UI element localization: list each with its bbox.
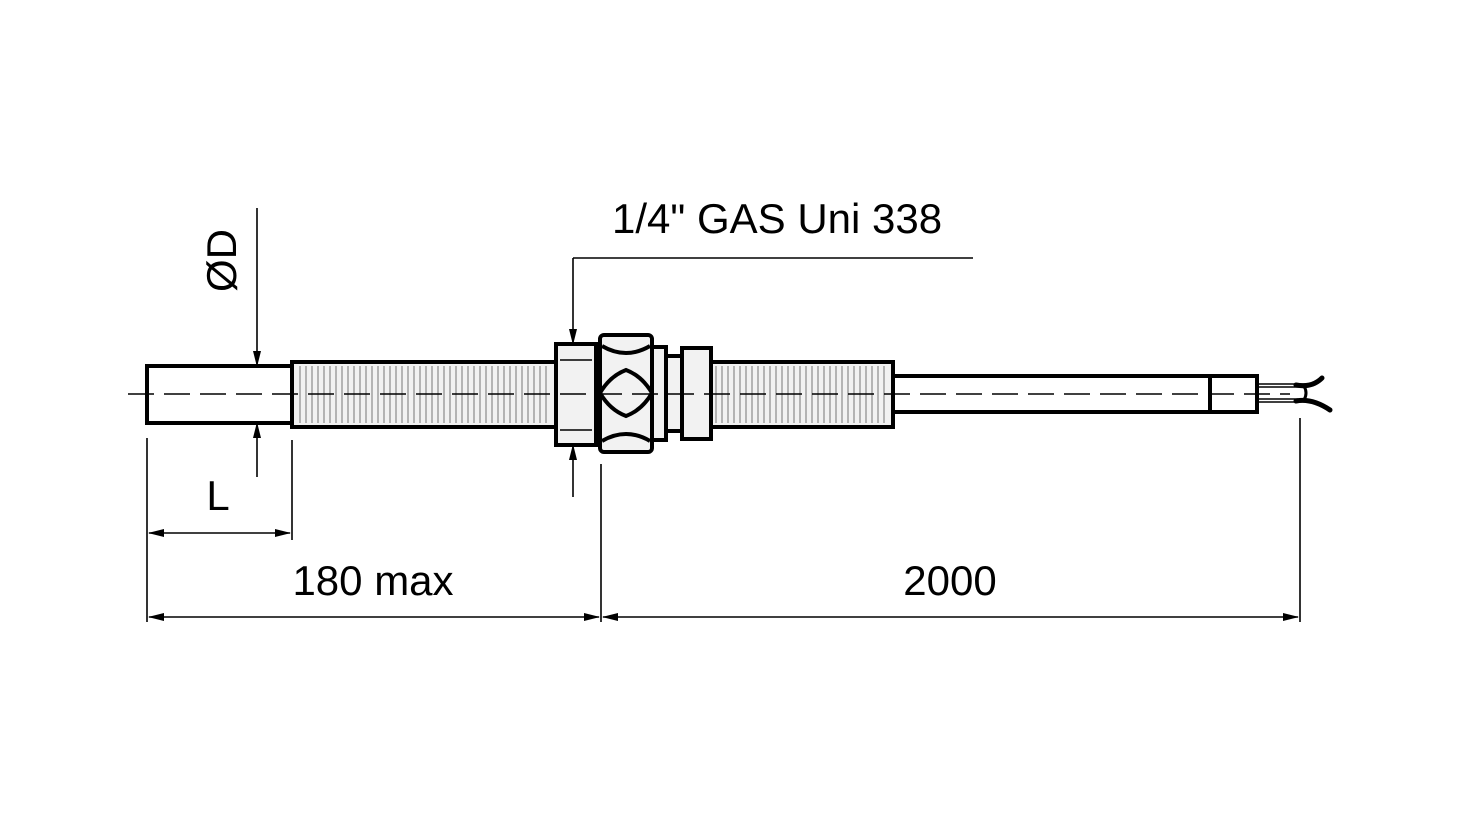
thread-spec-label: 1/4" GAS Uni 338 [612,195,942,242]
lead-wires [1257,375,1333,413]
extension-lines [146,418,1301,622]
diameter-label: ØD [198,229,245,292]
max-length-label: 180 max [292,557,453,604]
thread-spec-leader [569,257,973,497]
cable-length-label: 2000 [903,557,996,604]
nut-collar [650,345,684,442]
l-label: L [206,472,229,519]
hex-nut [598,333,654,454]
